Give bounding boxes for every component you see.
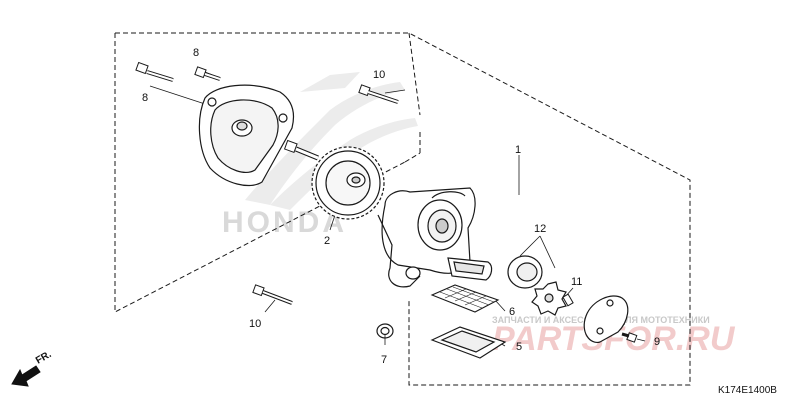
pump-rotor-inner (531, 281, 567, 316)
assembly-outline (114, 32, 691, 386)
callout-labels: 8 8 10 1 2 12 11 6 10 5 7 9 (142, 47, 660, 366)
callout-10-upper: 10 (373, 69, 385, 81)
bolt-10-upper (358, 84, 399, 104)
honda-watermark: HONDA (222, 72, 418, 239)
strainer-seal (430, 326, 507, 359)
callout-11: 11 (571, 276, 582, 288)
callout-10-lower: 10 (249, 318, 261, 330)
front-direction-arrow: FR. (11, 349, 54, 387)
oil-pump-body (377, 187, 493, 288)
callout-6: 6 (509, 306, 515, 318)
diagram-code: K174E1400B (718, 385, 777, 396)
callout-8-left: 8 (142, 92, 148, 104)
pump-rotor-outer (507, 255, 543, 289)
drive-pin (562, 293, 574, 307)
callout-8-top: 8 (193, 47, 199, 59)
bolt-10-lower (252, 284, 293, 305)
oil-strainer-screen (430, 284, 500, 313)
callout-12: 12 (534, 223, 546, 235)
bolt-8-right (194, 66, 221, 81)
callout-2: 2 (324, 235, 330, 247)
dowel-pin (283, 139, 319, 161)
pump-cover (198, 84, 295, 187)
o-ring (376, 323, 394, 339)
bolt-8-left (135, 61, 174, 82)
callout-9: 9 (654, 336, 660, 348)
honda-watermark-text: HONDA (222, 206, 347, 239)
direction-label: FR. (34, 349, 54, 367)
callout-7: 7 (381, 354, 387, 366)
pump-rear-plate (583, 295, 629, 343)
driven-sprocket (311, 146, 385, 220)
callout-5: 5 (516, 341, 522, 353)
screw-9 (621, 332, 638, 343)
arrow-icon (11, 365, 41, 387)
callout-1: 1 (515, 144, 521, 156)
honda-wing-logo (245, 72, 418, 210)
